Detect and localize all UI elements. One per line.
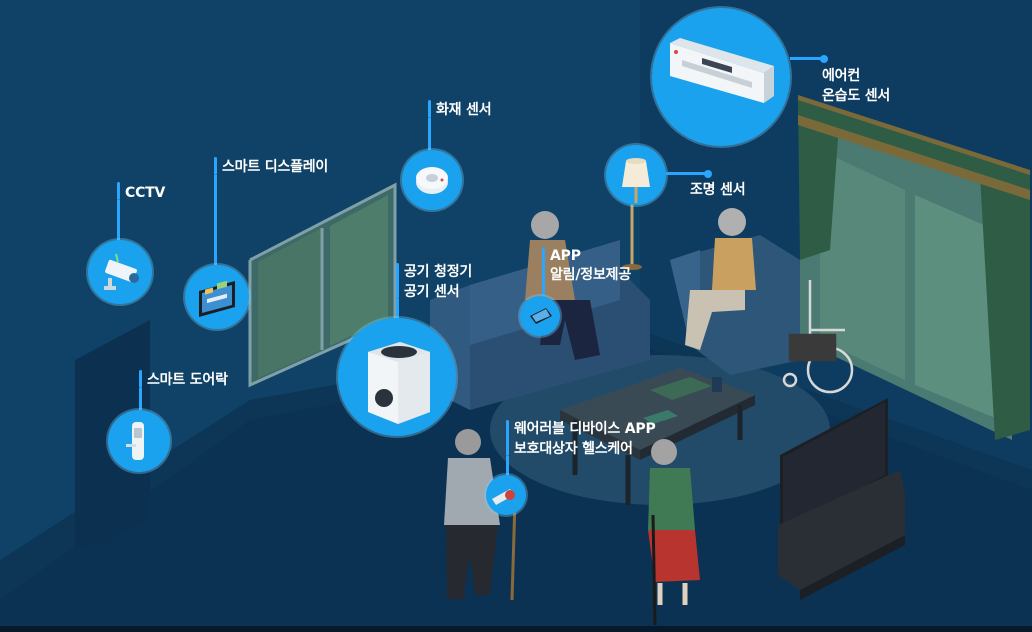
aircon-connector [790,57,824,60]
seated-man [685,208,756,350]
aircon-connector-dot [820,55,828,63]
light-sensor-connector [666,172,708,175]
cctv-node[interactable] [88,240,152,304]
wearable-watch-icon [492,489,515,505]
doorlock-connector [139,388,142,410]
fire-sensor-connector [428,118,431,150]
app-label-line1: APP [550,248,581,264]
wheelchair [782,280,854,394]
wearable-label-tick [506,420,509,456]
smart-display-label: 스마트 디스플레이 [222,159,329,175]
doorlock-node[interactable] [108,410,170,472]
app-label-tick [542,247,545,283]
coffee-table [560,368,755,505]
aircon-node[interactable] [652,8,790,146]
fire-sensor-label: 화재 센서 [436,102,492,118]
aircon-label-line2: 온습도 센서 [822,88,891,104]
air-purifier-icon [368,342,430,424]
wearable-label-line1: 웨어러블 디바이스 APP [514,421,656,437]
wearable-node[interactable] [486,475,526,515]
cctv-camera-icon [104,253,139,290]
fire-sensor-icon [416,167,448,194]
air-conditioner-icon [670,38,774,103]
air-purifier-connector [396,299,399,319]
seated-woman [525,211,600,360]
cctv-connector [117,200,120,240]
light-sensor-node[interactable] [606,145,666,205]
smart-display-icon [199,280,235,317]
aircon-label-line1: 에어컨 [822,68,861,84]
app-label-line2: 알림/정보제공 [550,267,631,283]
cctv-label: CCTV [125,185,166,201]
floor-lamp-icon [622,158,650,203]
right-window [798,95,1030,440]
cctv-label-tick [117,182,120,200]
fire-sensor-node[interactable] [402,150,462,210]
app-connector [542,283,545,296]
air-purifier-node[interactable] [338,318,456,436]
light-sensor-label: 조명 센서 [690,182,746,198]
smart-display-label-tick [214,157,217,175]
air-purifier-label-line2: 공기 센서 [404,284,460,300]
doorlock-label: 스마트 도어락 [147,372,228,388]
tablet-app-icon [530,308,552,324]
fire-sensor-label-tick [428,100,431,118]
light-sensor-connector-dot [704,170,712,178]
wearable-label-line2: 보호대상자 헬스케어 [514,441,633,457]
air-purifier-label-tick [396,263,399,299]
standing-man [444,429,517,601]
standing-woman [648,439,700,626]
smart-doorlock-icon [126,422,144,460]
smart-display-connector [214,175,217,265]
smart-display-node[interactable] [185,265,249,329]
air-purifier-label-line1: 공기 청정기 [404,264,473,280]
doorlock-label-tick [139,370,142,388]
tv [778,398,905,600]
wearable-connector [506,456,509,476]
left-window [248,182,397,388]
app-node[interactable] [520,296,560,336]
